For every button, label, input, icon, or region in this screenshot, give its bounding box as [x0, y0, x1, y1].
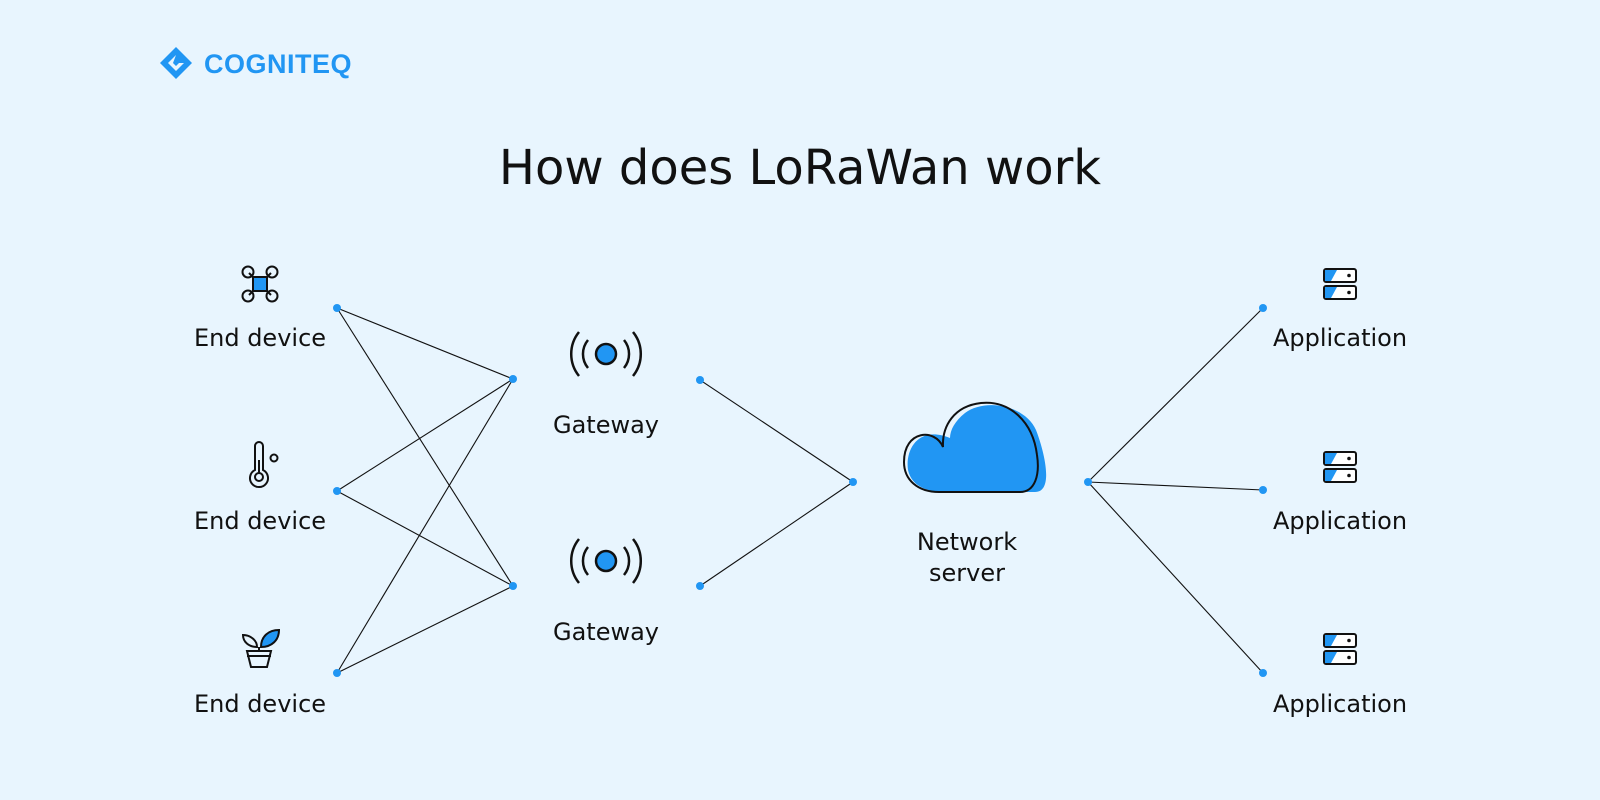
dot-gateway2-out: [696, 582, 704, 590]
application-label: Application: [1272, 690, 1408, 718]
dot-gateway1-out: [696, 376, 704, 384]
link-server-app2: [1087, 481, 1264, 491]
brand-name: COGNITEQ: [204, 48, 353, 79]
application-label: Application: [1272, 324, 1408, 352]
brand-logo: COGNITEQ: [158, 46, 352, 82]
server-icon: [1323, 268, 1357, 300]
antenna-icon: [569, 538, 643, 584]
dot-gateway1-in: [509, 375, 517, 383]
drone-icon: [241, 265, 279, 303]
page-title: How does LoRaWan work: [498, 140, 1102, 196]
end-device-label: End device: [193, 507, 327, 535]
dot-app3: [1259, 669, 1267, 677]
application-label: Application: [1272, 507, 1408, 535]
link-gateway1-server: [699, 379, 854, 483]
gateway-label: Gateway: [552, 618, 660, 646]
dot-device2: [333, 487, 341, 495]
antenna-icon: [569, 331, 643, 377]
link-server-app1: [1087, 307, 1264, 483]
dot-server-in: [849, 478, 857, 486]
connection-dots: [333, 304, 1267, 677]
dot-device3: [333, 669, 341, 677]
gateway-label: Gateway: [552, 411, 660, 439]
link-device3-gateway2: [336, 585, 514, 674]
dot-server-out: [1084, 478, 1092, 486]
server-icon: [1323, 633, 1357, 665]
cloud-icon: [902, 401, 1047, 493]
dot-app1: [1259, 304, 1267, 312]
link-device3-gateway1: [336, 378, 514, 674]
network-server-label-line2: server: [929, 559, 1005, 587]
cogniteq-logo-icon: [160, 47, 192, 79]
end-device-label: End device: [193, 690, 327, 718]
link-device2-gateway1: [336, 378, 514, 492]
network-server-label-line1: Network: [916, 528, 1018, 556]
dot-device1: [333, 304, 341, 312]
connection-lines: [336, 307, 1264, 674]
end-device-label: End device: [193, 324, 327, 352]
dot-gateway2-in: [509, 582, 517, 590]
link-device1-gateway2: [336, 307, 514, 587]
thermometer-icon: [249, 441, 279, 489]
link-server-app3: [1087, 481, 1264, 674]
link-device1-gateway1: [336, 307, 514, 380]
link-device2-gateway2: [336, 490, 514, 587]
server-icon: [1323, 451, 1357, 483]
plant-icon: [241, 628, 281, 668]
dot-app2: [1259, 486, 1267, 494]
link-gateway2-server: [699, 481, 854, 587]
network-server-label: Network server: [887, 527, 1047, 589]
